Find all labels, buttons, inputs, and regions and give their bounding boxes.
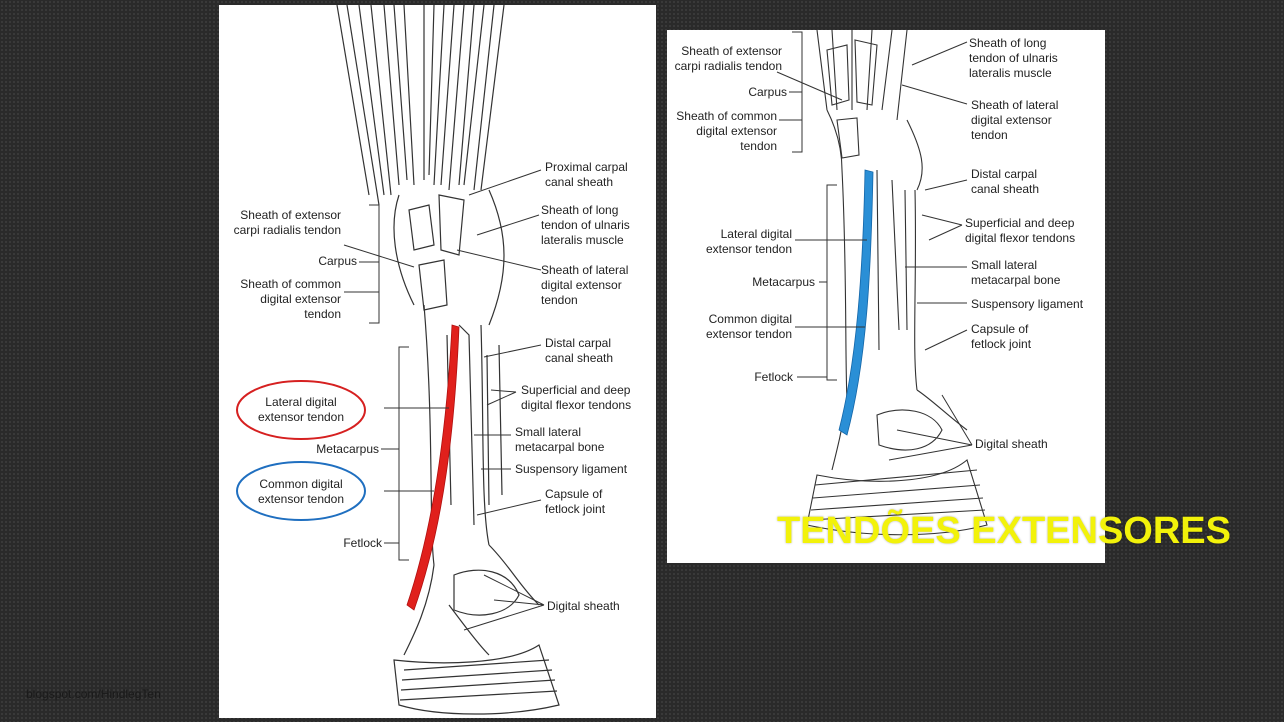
r-label-metacarpus: Metacarpus bbox=[707, 275, 815, 290]
label-carpus: Carpus bbox=[279, 254, 357, 269]
r-label-carpus: Carpus bbox=[707, 85, 787, 100]
r-label-fetlock: Fetlock bbox=[707, 370, 793, 385]
r-label-suspensory-ligament: Suspensory ligament bbox=[971, 297, 1083, 312]
label-suspensory-ligament: Suspensory ligament bbox=[515, 462, 627, 477]
lateral-digital-extensor-tendon-highlight bbox=[407, 325, 459, 610]
source-caption: blogspot.com/HindlegTen bbox=[26, 687, 219, 701]
r-label-digital-sheath: Digital sheath bbox=[975, 437, 1048, 452]
label-metacarpus: Metacarpus bbox=[279, 442, 379, 457]
slide-title: TENDÕES EXTENSORES bbox=[777, 510, 1231, 553]
label-digital-sheath: Digital sheath bbox=[547, 599, 620, 614]
label-fetlock: Fetlock bbox=[279, 536, 382, 551]
